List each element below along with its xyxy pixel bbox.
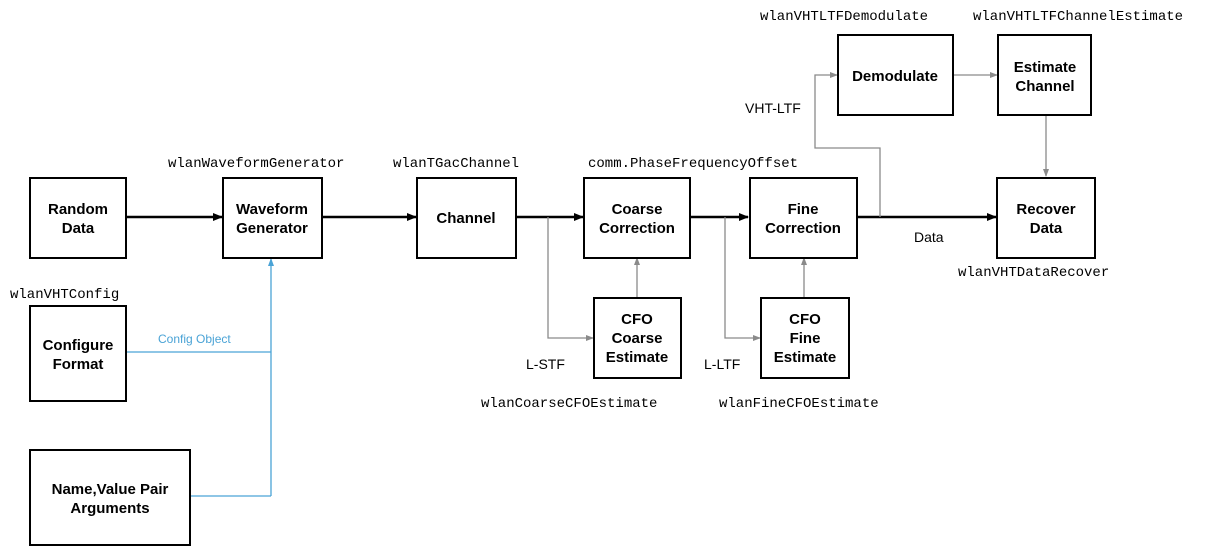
fn-vhtltf-demodulate: wlanVHTLTFDemodulate — [760, 9, 928, 25]
configure-format-label-2: Format — [53, 356, 104, 373]
channel-label: Channel — [436, 210, 495, 227]
coarse-correction-label-2: Correction — [599, 220, 675, 237]
cfo-fine-estimate-block — [760, 297, 850, 379]
waveform-generator-label-1: Waveform — [236, 201, 308, 218]
cfo-coarse-label-3: Estimate — [606, 349, 669, 366]
recover-data-label-1: Recover — [1016, 201, 1075, 218]
random-data-label-2: Data — [62, 220, 95, 237]
branch-arrows — [547, 72, 1049, 341]
estimate-channel-label-2: Channel — [1015, 78, 1074, 95]
random-data-label-1: Random — [48, 201, 108, 218]
name-value-label-2: Arguments — [70, 500, 149, 517]
fn-phase-frequency-offset: comm.PhaseFrequencyOffset — [588, 156, 798, 172]
fn-fine-cfo-estimate: wlanFineCFOEstimate — [719, 396, 879, 412]
config-object-label: Config Object — [158, 332, 231, 346]
coarse-correction-block — [583, 177, 691, 259]
fn-vht-data-recover: wlanVHTDataRecover — [958, 265, 1109, 281]
signal-lltf-label: L-LTF — [704, 356, 740, 372]
fn-vht-config: wlanVHTConfig — [10, 287, 119, 303]
arrow-lltf-to-cfo-fine — [724, 217, 761, 341]
fine-correction-block — [749, 177, 858, 259]
random-data-block — [29, 177, 127, 259]
fn-coarse-cfo-estimate: wlanCoarseCFOEstimate — [481, 396, 657, 412]
cfo-fine-label-3: Estimate — [774, 349, 837, 366]
arrow-vhtltf-to-demodulate — [814, 72, 881, 217]
waveform-generator-block — [222, 177, 323, 259]
demodulate-block — [837, 34, 954, 116]
config-lines — [126, 258, 274, 497]
name-value-label-1: Name,Value Pair — [52, 481, 169, 498]
cfo-fine-label-1: CFO — [789, 311, 821, 328]
cfo-coarse-label-1: CFO — [621, 311, 653, 328]
cfo-fine-label-2: Fine — [790, 330, 821, 347]
configure-format-label-1: Configure — [43, 337, 114, 354]
name-value-block — [29, 449, 191, 546]
recover-data-label-2: Data — [1030, 220, 1063, 237]
configure-format-block — [29, 305, 127, 402]
cfo-coarse-label-2: Coarse — [612, 330, 663, 347]
channel-block — [416, 177, 517, 259]
arrow-lstf-to-cfo-coarse — [547, 217, 594, 341]
fn-tgac-channel: wlanTGacChannel — [393, 156, 519, 172]
signal-lstf-label: L-STF — [526, 356, 565, 372]
signal-vhtltf-label: VHT-LTF — [745, 100, 801, 116]
fine-correction-label-2: Correction — [765, 220, 841, 237]
fn-waveform-generator: wlanWaveformGenerator — [168, 156, 344, 172]
coarse-correction-label-1: Coarse — [612, 201, 663, 218]
fine-correction-label-1: Fine — [788, 201, 819, 218]
cfo-coarse-estimate-block — [593, 297, 682, 379]
estimate-channel-block — [997, 34, 1092, 116]
recover-data-block — [996, 177, 1096, 259]
signal-data-label: Data — [914, 229, 944, 245]
demodulate-label: Demodulate — [852, 68, 938, 85]
estimate-channel-label-1: Estimate — [1014, 59, 1077, 76]
fn-vhtltf-channel-estimate: wlanVHTLTFChannelEstimate — [973, 9, 1183, 25]
waveform-generator-label-2: Generator — [236, 220, 308, 237]
